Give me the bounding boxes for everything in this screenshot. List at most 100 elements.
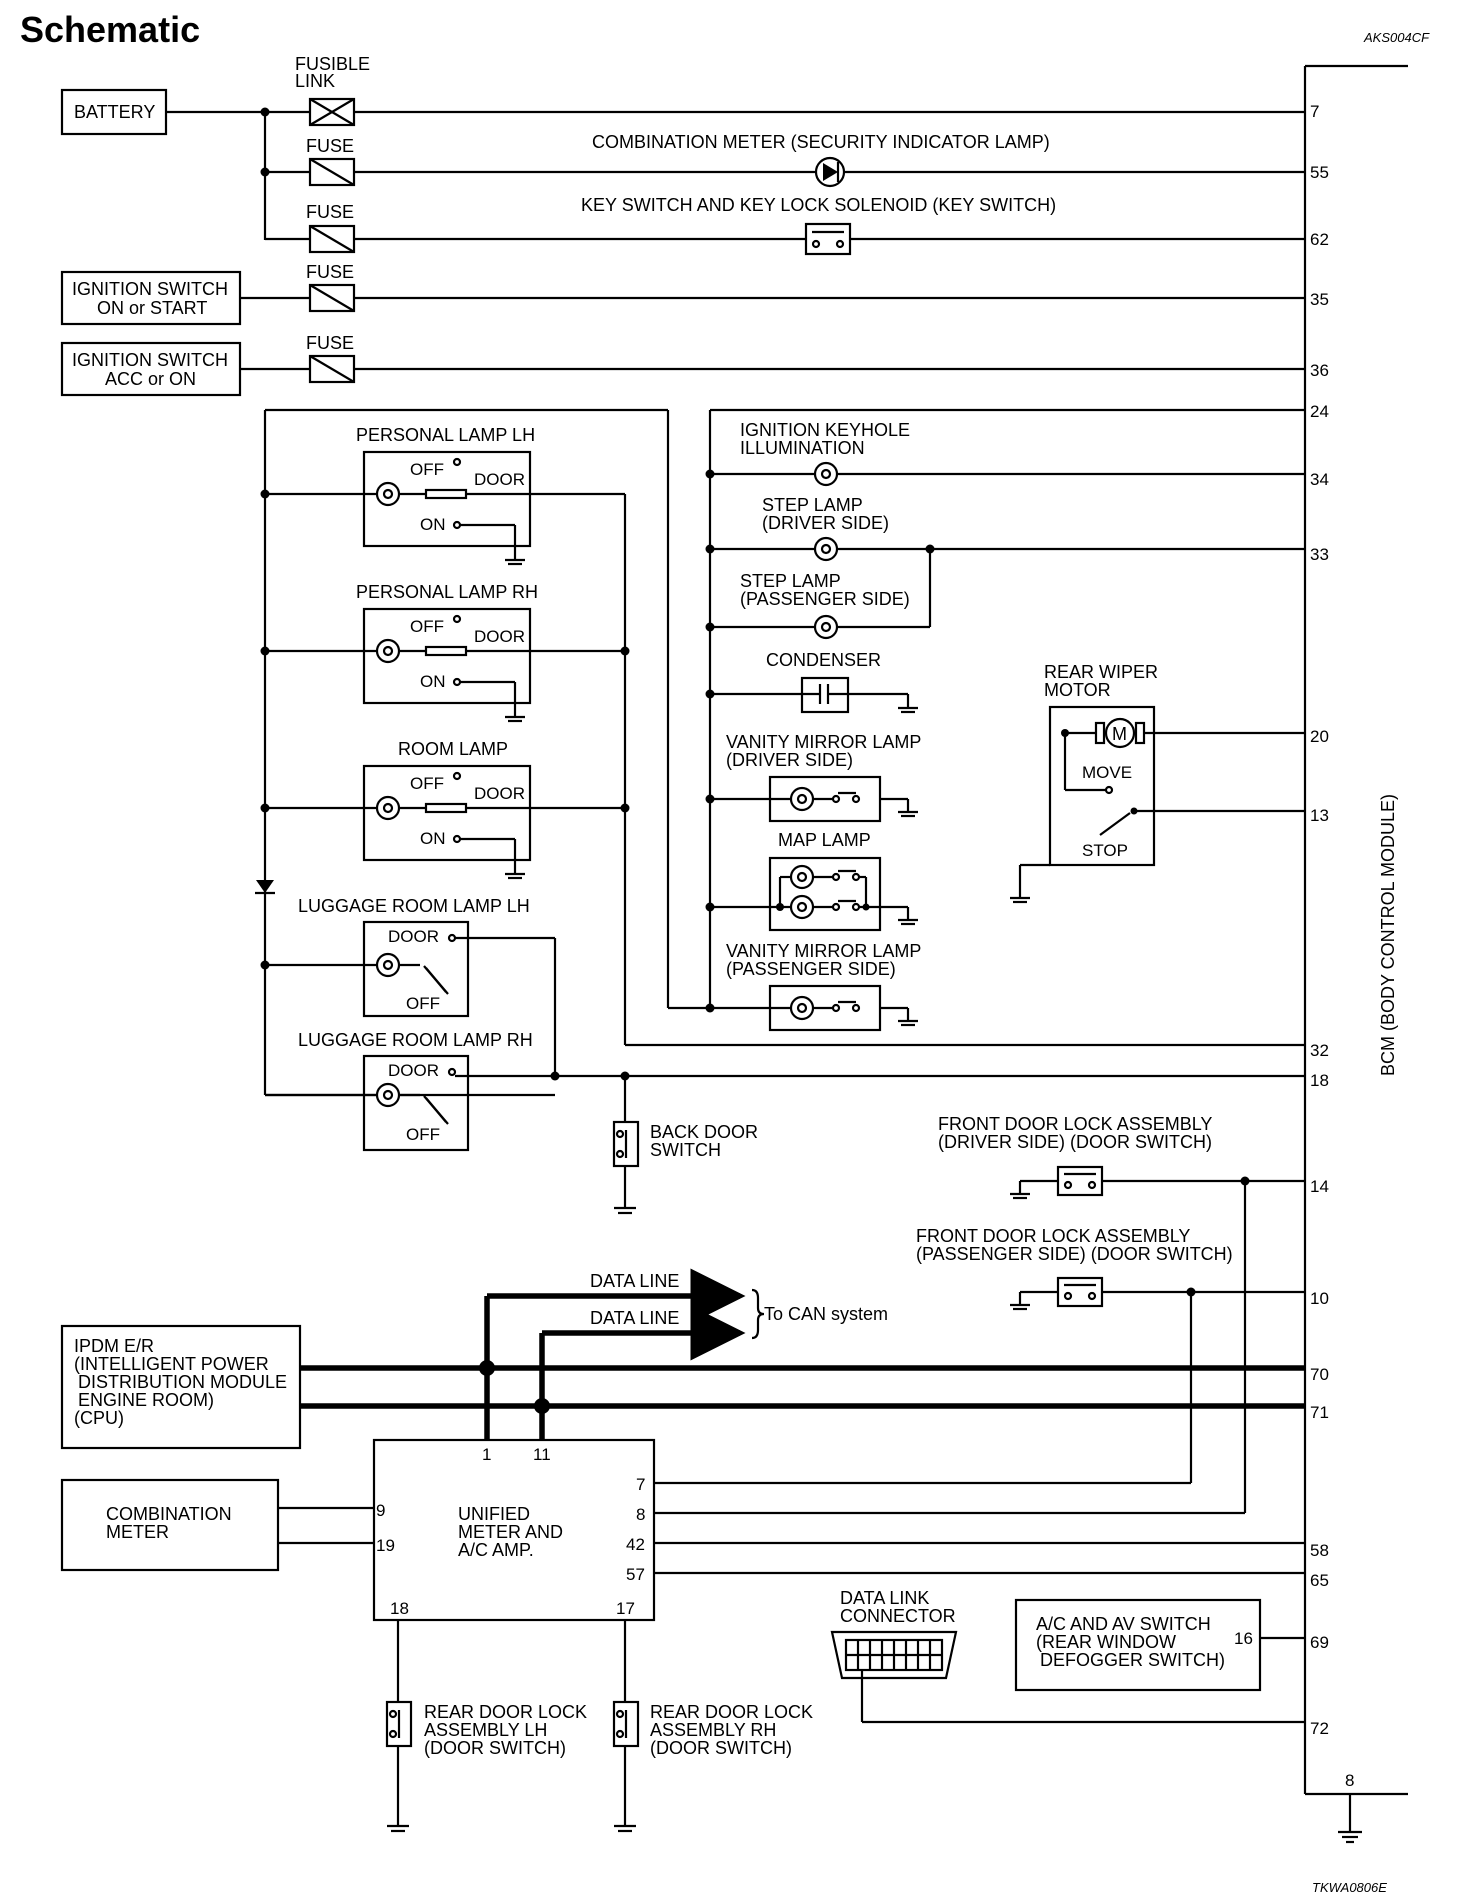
bcm-pin-70: 70 bbox=[1310, 1365, 1329, 1384]
fuse-label-5: FUSE bbox=[306, 333, 354, 353]
bcm-pin-24: 24 bbox=[1310, 402, 1329, 421]
bcm-pin-65: 65 bbox=[1310, 1571, 1329, 1590]
wiper-move-label: MOVE bbox=[1082, 763, 1132, 782]
ac-av-switch-box: A/C AND AV SWITCH (REAR WINDOW DEFOGGER … bbox=[1014, 1598, 1262, 1692]
key-switch-symbol bbox=[804, 222, 852, 256]
fusible-link-label-2: LINK bbox=[295, 71, 335, 91]
step-lamp-driver-bulb bbox=[813, 536, 839, 562]
step-lamp-passenger-label-1: STEP LAMP bbox=[740, 571, 841, 591]
personal-lamp-lh-door: DOOR bbox=[474, 470, 525, 489]
luggage-lamp-rh-label: LUGGAGE ROOM LAMP RH bbox=[298, 1030, 533, 1050]
ignition-keyhole-label-2: ILLUMINATION bbox=[740, 438, 865, 458]
bcm-pin-7: 7 bbox=[1310, 102, 1319, 121]
fuse-symbol-4 bbox=[308, 283, 356, 313]
step-lamp-driver-label-1: STEP LAMP bbox=[762, 495, 863, 515]
ignition-acc-on-label-2: ACC or ON bbox=[105, 369, 196, 389]
unified-pin-42: 42 bbox=[626, 1535, 645, 1554]
rear-door-rh-label-1: REAR DOOR LOCK bbox=[650, 1702, 813, 1722]
personal-lamp-rh-door: DOOR bbox=[474, 627, 525, 646]
fuse-label-4: FUSE bbox=[306, 262, 354, 282]
bcm-ground-symbol bbox=[1338, 1794, 1362, 1844]
ignition-acc-on-box: IGNITION SWITCH ACC or ON bbox=[60, 341, 242, 397]
bcm-pin-71: 71 bbox=[1310, 1403, 1329, 1422]
key-switch-label: KEY SWITCH AND KEY LOCK SOLENOID (KEY SW… bbox=[581, 195, 1056, 215]
room-lamp: OFF DOOR ON bbox=[265, 764, 625, 880]
condenser-label: CONDENSER bbox=[766, 650, 881, 670]
ipdm-label-5: (CPU) bbox=[74, 1408, 124, 1428]
ignition-keyhole-label-1: IGNITION KEYHOLE bbox=[740, 420, 910, 440]
ipdm-label-1: IPDM E/R bbox=[74, 1336, 154, 1356]
bcm-pin-8: 8 bbox=[1345, 1771, 1354, 1790]
ipdm-label-3: DISTRIBUTION MODULE bbox=[78, 1372, 287, 1392]
unified-pin-17: 17 bbox=[616, 1599, 635, 1618]
bcm-pin-33: 33 bbox=[1310, 545, 1329, 564]
step-lamp-passenger-label-2: (PASSENGER SIDE) bbox=[740, 589, 910, 609]
ac-av-switch-label-2: (REAR WINDOW bbox=[1036, 1632, 1176, 1652]
personal-lamp-lh-off: OFF bbox=[410, 460, 444, 479]
room-lamp-door: DOOR bbox=[474, 784, 525, 803]
unified-pin-9: 9 bbox=[376, 1501, 385, 1520]
fusible-link-symbol bbox=[308, 97, 356, 127]
front-door-passenger-switch bbox=[1056, 1276, 1104, 1308]
back-door-switch-label-2: SWITCH bbox=[650, 1140, 721, 1160]
ac-av-pin-16: 16 bbox=[1234, 1629, 1253, 1648]
data-link-label-2: CONNECTOR bbox=[840, 1606, 956, 1626]
bcm-label: BCM (BODY CONTROL MODULE) bbox=[1378, 794, 1398, 1076]
figure-code-top: AKS004CF bbox=[1363, 30, 1430, 45]
luggage-lamp-lh-off: OFF bbox=[406, 994, 440, 1013]
figure-code-bottom: TKWA0806E bbox=[1312, 1880, 1387, 1895]
rear-door-lh-label-1: REAR DOOR LOCK bbox=[424, 1702, 587, 1722]
luggage-lamp-lh-door: DOOR bbox=[388, 927, 439, 946]
front-door-driver-switch bbox=[1056, 1165, 1104, 1197]
fuse-symbol-2 bbox=[308, 157, 356, 187]
ignition-on-start-label-1: IGNITION SWITCH bbox=[72, 279, 228, 299]
bcm-pin-34: 34 bbox=[1310, 470, 1329, 489]
personal-lamp-lh-on: ON bbox=[420, 515, 446, 534]
page-title: Schematic bbox=[20, 9, 200, 50]
rear-door-lh-switch bbox=[385, 1700, 413, 1748]
bcm-pin-14: 14 bbox=[1310, 1177, 1329, 1196]
vanity-passenger-lamp bbox=[768, 984, 882, 1032]
ignition-on-start-box: IGNITION SWITCH ON or START bbox=[60, 270, 242, 326]
battery-box: BATTERY bbox=[60, 88, 168, 136]
unified-meter-label-1: UNIFIED bbox=[458, 1504, 530, 1524]
combination-meter-label-1: COMBINATION bbox=[106, 1504, 232, 1524]
back-door-switch bbox=[612, 1120, 640, 1168]
personal-lamp-rh-off: OFF bbox=[410, 617, 444, 636]
ipdm-box: IPDM E/R (INTELLIGENT POWER DISTRIBUTION… bbox=[60, 1324, 302, 1450]
room-lamp-on: ON bbox=[420, 829, 446, 848]
personal-lamp-rh: OFF DOOR ON bbox=[265, 607, 625, 723]
ipdm-label-2: (INTELLIGENT POWER bbox=[74, 1354, 269, 1374]
rear-wiper-label-1: REAR WIPER bbox=[1044, 662, 1158, 682]
rear-door-lh-label-3: (DOOR SWITCH) bbox=[424, 1738, 566, 1758]
personal-lamp-lh: OFF DOOR ON bbox=[265, 450, 532, 566]
unified-meter-box: UNIFIED METER AND A/C AMP. 1 11 9 19 7 8… bbox=[372, 1438, 656, 1622]
rear-door-rh-label-3: (DOOR SWITCH) bbox=[650, 1738, 792, 1758]
front-door-passenger-label-1: FRONT DOOR LOCK ASSEMBLY bbox=[916, 1226, 1190, 1246]
step-lamp-driver-label-2: (DRIVER SIDE) bbox=[762, 513, 889, 533]
security-indicator-diode bbox=[814, 156, 846, 188]
ac-av-switch-label-3: DEFOGGER SWITCH) bbox=[1040, 1650, 1225, 1670]
bcm-pin-36: 36 bbox=[1310, 361, 1329, 380]
ignition-acc-on-label-1: IGNITION SWITCH bbox=[72, 350, 228, 370]
wiper-stop-label: STOP bbox=[1082, 841, 1128, 860]
can-system-label: To CAN system bbox=[764, 1304, 888, 1324]
bcm-connector: BCM (BODY CONTROL MODULE) bbox=[1303, 64, 1408, 1796]
personal-lamp-lh-label: PERSONAL LAMP LH bbox=[356, 425, 535, 445]
bcm-pin-58: 58 bbox=[1310, 1541, 1329, 1560]
bcm-pin-numbers: 7 55 62 35 36 24 34 33 20 13 32 18 14 10… bbox=[1310, 102, 1354, 1790]
fuse-label-3: FUSE bbox=[306, 202, 354, 222]
bcm-pin-55: 55 bbox=[1310, 163, 1329, 182]
battery-label: BATTERY bbox=[74, 102, 155, 122]
fuse-symbol-3 bbox=[308, 224, 356, 254]
bcm-pin-18: 18 bbox=[1310, 1071, 1329, 1090]
vanity-passenger-label-1: VANITY MIRROR LAMP bbox=[726, 941, 921, 961]
ignition-keyhole-bulb bbox=[813, 461, 839, 487]
ac-av-switch-label-1: A/C AND AV SWITCH bbox=[1036, 1614, 1211, 1634]
combination-meter-label-2: METER bbox=[106, 1522, 169, 1542]
bcm-pin-72: 72 bbox=[1310, 1719, 1329, 1738]
unified-pin-1: 1 bbox=[482, 1445, 491, 1464]
unified-pin-18: 18 bbox=[390, 1599, 409, 1618]
bcm-pin-62: 62 bbox=[1310, 230, 1329, 249]
